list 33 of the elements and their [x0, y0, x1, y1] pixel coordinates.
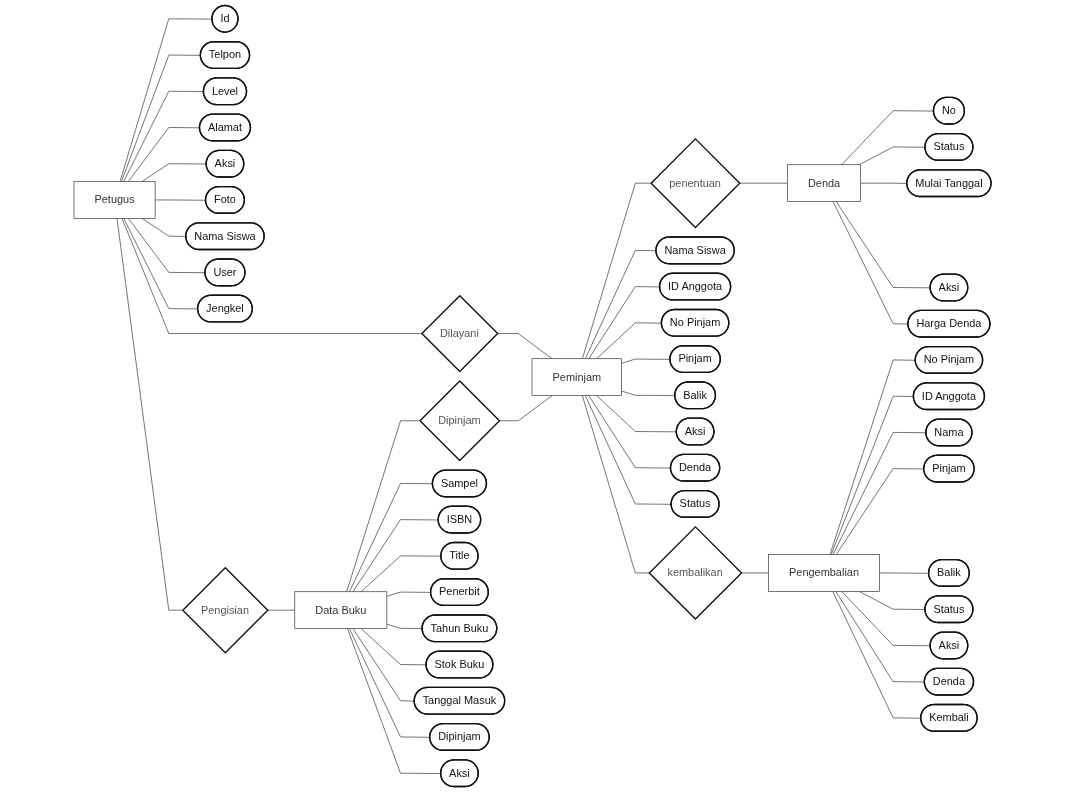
connector: [740, 572, 769, 574]
connector: [621, 390, 676, 396]
node-diamond: penentuan: [650, 137, 741, 229]
connector: [123, 90, 205, 182]
connector: [829, 359, 916, 555]
node-box: Petugus: [73, 181, 156, 219]
node-diamond: Dipinjam: [419, 380, 501, 462]
connector: [596, 395, 677, 433]
connector: [116, 218, 183, 611]
connector: [585, 395, 672, 505]
connector: [835, 201, 931, 289]
connector: [346, 420, 421, 593]
connector: [582, 182, 652, 360]
connector: [498, 395, 553, 422]
node-diamond: Pengisian: [181, 566, 269, 654]
connector: [588, 286, 661, 360]
connector: [352, 628, 415, 702]
connector: [360, 628, 427, 666]
node-diamond: kembalikan: [648, 525, 743, 621]
connector: [739, 182, 788, 184]
connector: [841, 591, 931, 647]
connector: [352, 519, 439, 593]
node-diamond: Dilayani: [420, 294, 499, 373]
connector: [121, 218, 422, 334]
connector: [141, 163, 207, 182]
node-box: Data Buku: [294, 591, 388, 629]
node-box: Peminjam: [531, 358, 622, 396]
connector: [386, 623, 423, 629]
connector: [497, 333, 553, 360]
connector: [267, 609, 296, 611]
connector: [582, 395, 650, 574]
node-box: Pengembalian: [768, 554, 880, 592]
node-box: Denda: [787, 164, 861, 202]
